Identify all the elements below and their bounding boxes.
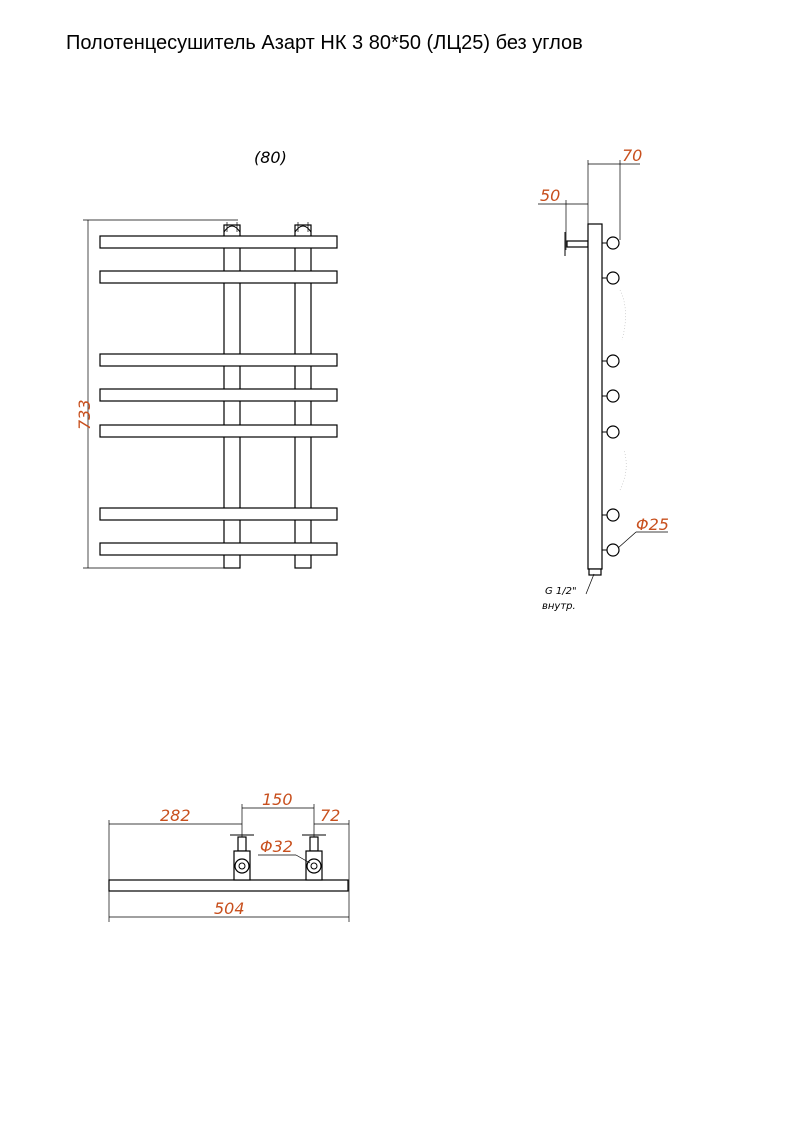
side-wall-dimension: 50 xyxy=(540,186,560,205)
tube-diameter-leader xyxy=(617,531,637,549)
side-view: 70 50 Φ25 G 1/2" xyxy=(538,146,669,612)
crossbar xyxy=(99,270,338,284)
top-right-dimension: 72 xyxy=(320,806,340,825)
top-view: 282 150 72 504 Φ32 xyxy=(108,790,350,922)
wall-mount-bracket xyxy=(564,232,589,256)
front-view: (80) 733 xyxy=(75,148,338,569)
tube-diameter-label: Φ25 xyxy=(636,515,669,534)
crossbar xyxy=(99,542,338,556)
crossbar xyxy=(99,424,338,438)
thread-note: внутр. xyxy=(542,601,576,612)
crossbar xyxy=(99,235,338,249)
side-collector-bottom-cap xyxy=(588,568,602,576)
crossbar-sections xyxy=(602,236,620,557)
hidden-line xyxy=(619,289,626,341)
top-left-dimension: 282 xyxy=(160,806,191,825)
pipe-diameter-leader xyxy=(295,854,311,864)
crossbar xyxy=(99,353,338,367)
crossbar xyxy=(99,388,338,402)
front-width-dimension: (80) xyxy=(254,148,287,167)
side-collector xyxy=(587,223,603,570)
pipe-diameter-label: Φ32 xyxy=(260,837,293,856)
top-connection-left xyxy=(230,834,254,881)
top-crossbar xyxy=(108,879,349,892)
thread-leader xyxy=(585,573,595,595)
side-depth-dimension: 70 xyxy=(622,146,642,165)
crossbar xyxy=(99,507,338,521)
hidden-line xyxy=(619,449,627,491)
front-height-dimension: 733 xyxy=(75,399,94,430)
top-connection-right xyxy=(302,834,326,881)
page-title: Полотенцесушитель Азарт НК 3 80*50 (ЛЦ25… xyxy=(66,32,583,54)
top-center-dimension: 150 xyxy=(262,790,293,809)
thread-label: G 1/2" xyxy=(545,586,577,597)
top-total-dimension: 504 xyxy=(214,899,245,918)
